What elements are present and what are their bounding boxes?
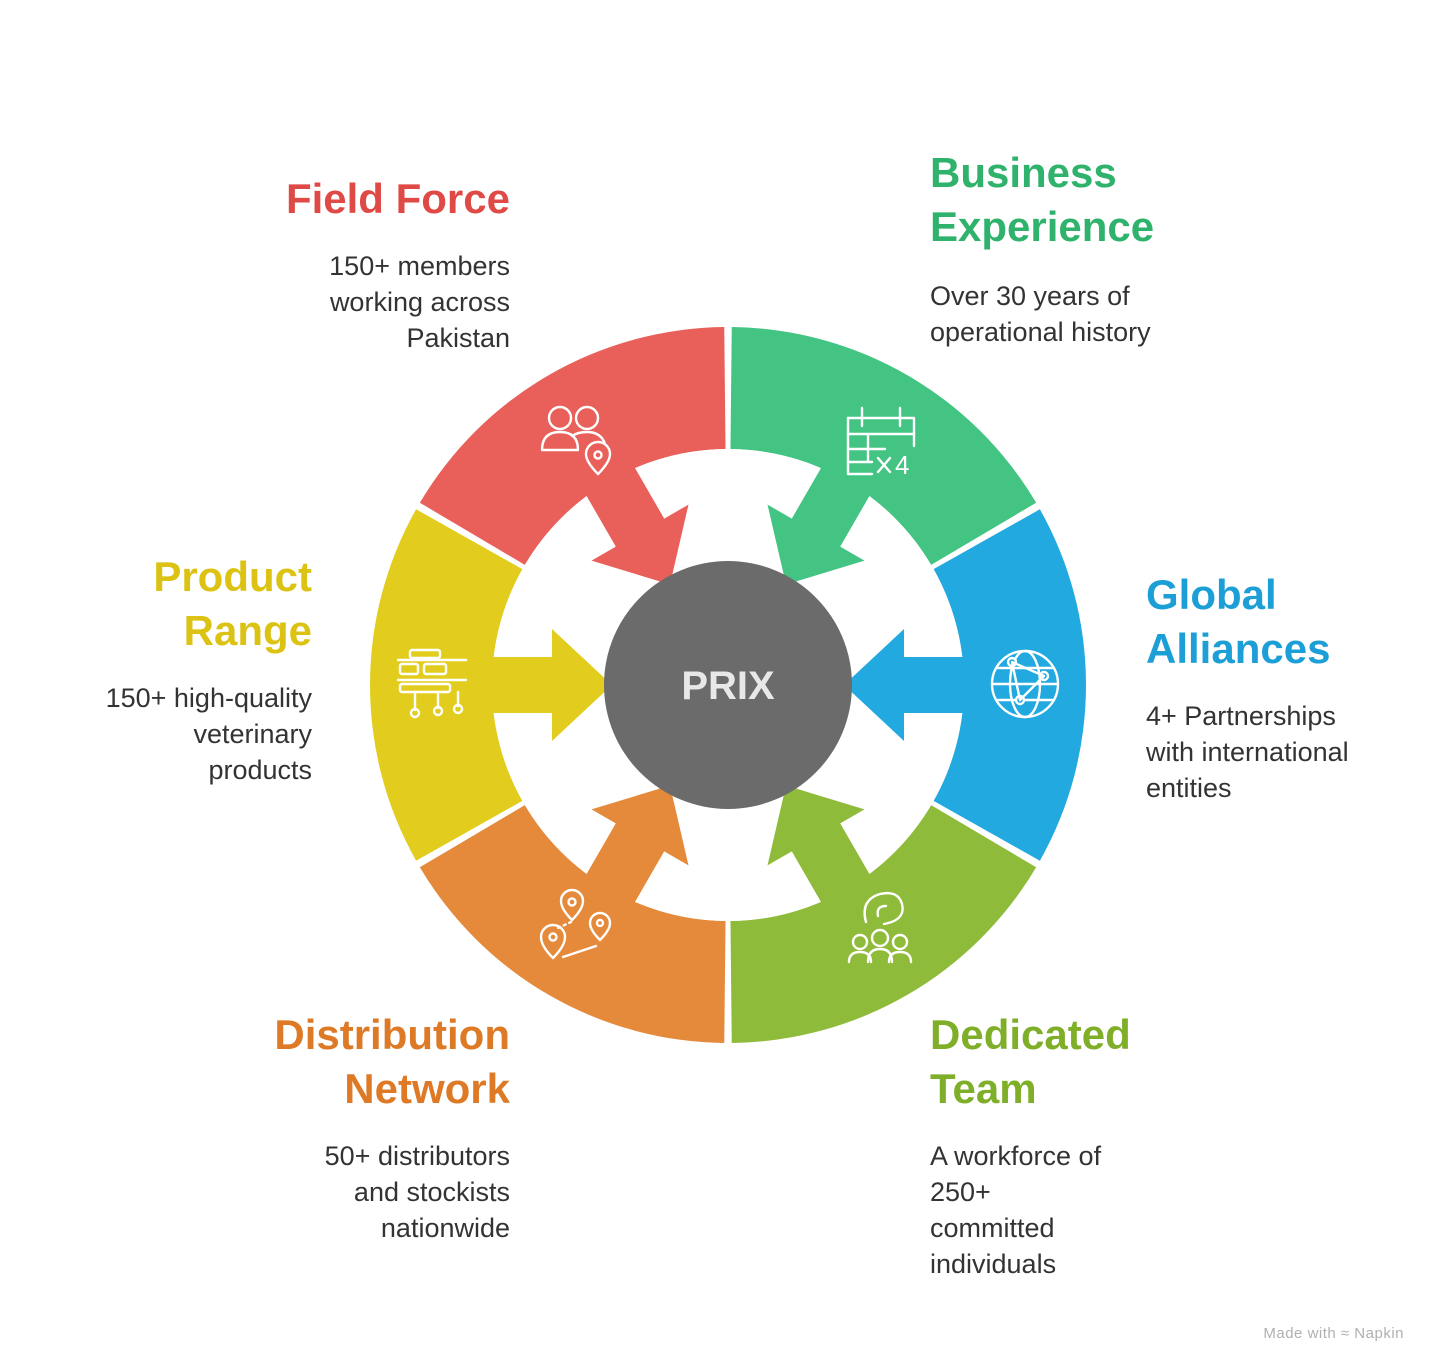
global-alliances-desc: 4+ Partnerships with international entit… xyxy=(1146,701,1349,803)
dedicated-team-desc: A workforce of 250+ committed individual… xyxy=(930,1141,1102,1279)
dedicated-team-title: Dedicated Team xyxy=(930,1011,1131,1112)
dedicated-team-label: Dedicated Team A workforce of 250+ commi… xyxy=(930,1008,1230,1282)
arrow-distribution-network xyxy=(580,785,689,912)
arrow-global-alliances xyxy=(844,629,974,741)
arrow-field-force xyxy=(580,458,689,585)
distribution-network-title: Distribution Network xyxy=(274,1011,510,1112)
map-pins-icon xyxy=(539,888,612,960)
business-experience-title: Business Experience xyxy=(930,149,1155,250)
segment-field-force xyxy=(419,327,726,565)
global-alliances-label: Global Alliances 4+ Partnerships with in… xyxy=(1146,568,1426,806)
calendar-x4-icon: 4 xyxy=(846,406,916,480)
arrow-business-experience xyxy=(767,458,876,585)
segment-business-experience xyxy=(730,327,1037,565)
field-force-desc: 150+ members working across Pakistan xyxy=(329,251,510,353)
svg-text:4: 4 xyxy=(895,450,909,480)
business-experience-desc: Over 30 years of operational history xyxy=(930,281,1151,347)
global-alliances-title: Global Alliances xyxy=(1146,571,1331,672)
product-range-title: Product Range xyxy=(153,553,312,654)
product-range-label: Product Range 150+ high-quality veterina… xyxy=(20,550,312,788)
team-icon xyxy=(847,891,913,964)
distribution-network-label: Distribution Network 50+ distributors an… xyxy=(160,1008,510,1246)
arrow-product-range xyxy=(482,629,612,741)
shelf-products-icon xyxy=(396,648,468,719)
product-range-desc: 150+ high-quality veterinary products xyxy=(105,683,312,785)
center-circle xyxy=(604,561,852,809)
center-label: PRIX xyxy=(681,664,775,708)
field-force-title: Field Force xyxy=(285,175,510,222)
people-location-icon xyxy=(540,405,612,476)
segment-distribution-network xyxy=(419,805,726,1043)
distribution-network-desc: 50+ distributors and stockists nationwid… xyxy=(324,1141,510,1243)
business-experience-label: Business Experience Over 30 years of ope… xyxy=(930,146,1250,350)
field-force-label: Field Force 150+ members working across … xyxy=(200,172,510,356)
arrow-dedicated-team xyxy=(767,785,876,912)
made-with-napkin-footer: Made with ≈ Napkin xyxy=(1263,1325,1404,1342)
globe-network-icon xyxy=(990,649,1060,719)
